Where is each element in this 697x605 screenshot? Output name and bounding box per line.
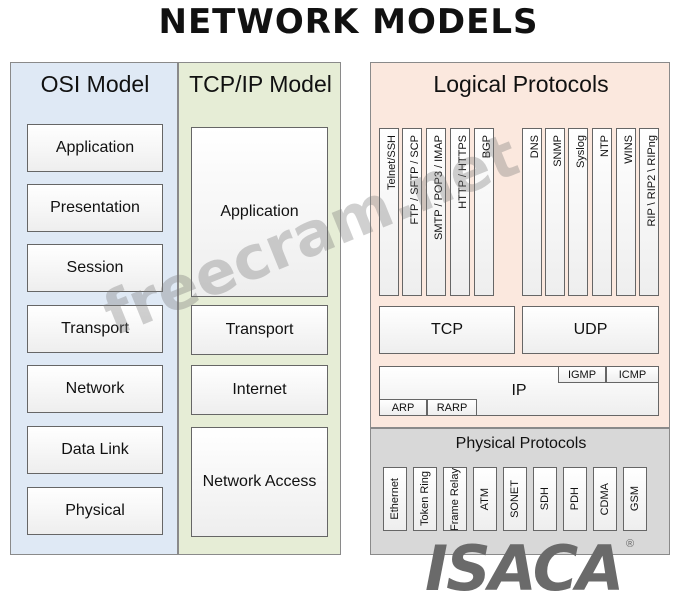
osi-layer-presentation: Presentation bbox=[27, 184, 163, 232]
osi-layer-network: Network bbox=[27, 365, 163, 413]
logical-protocols-header: Logical Protocols bbox=[433, 71, 609, 97]
udp-box: UDP bbox=[522, 306, 659, 354]
logical-protocols-panel: Logical Protocols Telnet/SSH FTP / SFTP … bbox=[370, 62, 670, 428]
physical-frame-relay: Frame Relay bbox=[443, 467, 467, 531]
ip-label: IP bbox=[511, 382, 527, 399]
osi-model-panel: OSI Model Application Presentation Sessi… bbox=[10, 62, 178, 555]
protocol-ftp-sftp-scp: FTP / SFTP / SCP bbox=[402, 128, 422, 296]
physical-protocols-header: Physical Protocols bbox=[455, 435, 587, 452]
arp-box: ARP bbox=[379, 399, 427, 416]
protocol-telnet-ssh: Telnet/SSH bbox=[379, 128, 399, 296]
physical-sonet: SONET bbox=[503, 467, 527, 531]
isaca-logo: ISACA bbox=[425, 532, 624, 605]
physical-sdh: SDH bbox=[533, 467, 557, 531]
tcpip-layer-transport: Transport bbox=[191, 305, 328, 355]
protocol-wins: WINS bbox=[616, 128, 636, 296]
protocol-snmp: SNMP bbox=[545, 128, 565, 296]
physical-token-ring: Token Ring bbox=[413, 467, 437, 531]
protocol-rip: RIP \ RIP2 \ RIPng bbox=[639, 128, 659, 296]
tcpip-model-panel: TCP/IP Model Application Transport Inter… bbox=[178, 62, 341, 555]
tcpip-layer-internet: Internet bbox=[191, 365, 328, 415]
physical-atm: ATM bbox=[473, 467, 497, 531]
protocol-bgp: BGP bbox=[474, 128, 494, 296]
physical-gsm: GSM bbox=[623, 467, 647, 531]
physical-cdma: CDMA bbox=[593, 467, 617, 531]
protocol-dns: DNS bbox=[522, 128, 542, 296]
osi-layer-physical: Physical bbox=[27, 487, 163, 535]
tcpip-layer-network-access: Network Access bbox=[191, 427, 328, 537]
physical-protocols-panel: Physical Protocols Ethernet Token Ring F… bbox=[370, 428, 670, 555]
protocol-ntp: NTP bbox=[592, 128, 612, 296]
icmp-box: ICMP bbox=[606, 366, 659, 383]
physical-ethernet: Ethernet bbox=[383, 467, 407, 531]
osi-layer-session: Session bbox=[27, 244, 163, 292]
osi-layer-transport: Transport bbox=[27, 305, 163, 353]
igmp-box: IGMP bbox=[558, 366, 606, 383]
osi-layer-application: Application bbox=[27, 124, 163, 172]
page-title: NETWORK MODELS bbox=[158, 2, 539, 42]
protocol-syslog: Syslog bbox=[568, 128, 588, 296]
osi-model-header: OSI Model bbox=[40, 71, 150, 97]
tcpip-model-header: TCP/IP Model bbox=[189, 71, 332, 97]
protocol-http-https: HTTP / HTTPS bbox=[450, 128, 470, 296]
physical-pdh: PDH bbox=[563, 467, 587, 531]
rarp-box: RARP bbox=[427, 399, 477, 416]
tcp-box: TCP bbox=[379, 306, 515, 354]
osi-layer-data-link: Data Link bbox=[27, 426, 163, 474]
registered-mark: ® bbox=[626, 538, 635, 550]
protocol-smtp-pop3-imap: SMTP / POP3 / IMAP bbox=[426, 128, 446, 296]
tcpip-layer-application: Application bbox=[191, 127, 328, 297]
